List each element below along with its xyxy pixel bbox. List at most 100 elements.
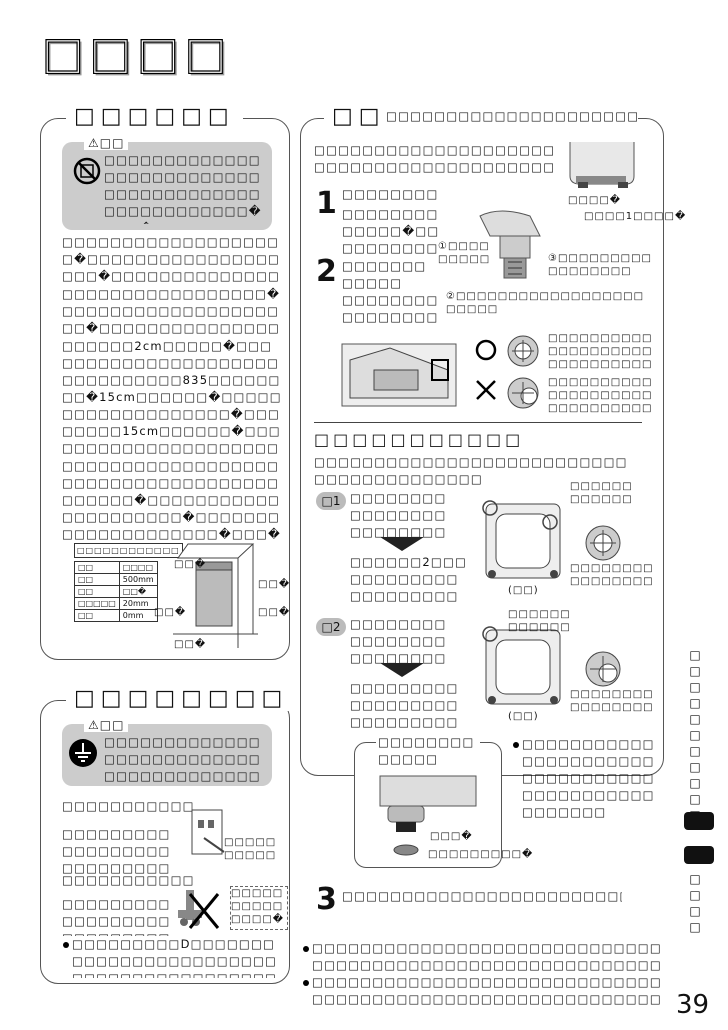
- ground-section-heading: □□□□□□□□□□□: [62, 873, 195, 887]
- bad-level-text: □□□□□□□□□□□□□□□□□□□□□□□□□□□□□□□□□□□□□: [548, 377, 653, 414]
- diagram-label: □□�: [154, 607, 187, 618]
- divider: [314, 422, 642, 423]
- sidebar-tab-marker: [684, 812, 714, 830]
- outlet-diagram: [190, 808, 226, 862]
- level-bubble-example-1: [584, 524, 622, 566]
- ground-warning-box: [62, 724, 272, 786]
- foot-cap-bullet-dot: [513, 742, 519, 748]
- leveling-subtitle: □□□□□□□□□□□□□□□□□□□□□□□: [386, 108, 638, 126]
- spec-table: □□□□□□ □□500mm □□□□� □□□□□20mm □□0mm: [74, 561, 158, 622]
- example-1-note: □□□□□□□□□□□□□□□□□□□□□□: [570, 481, 633, 508]
- ground-bullet-dot: [63, 942, 69, 948]
- page-title: □□□□: [41, 27, 233, 79]
- spec-key: □□□□□: [74, 597, 120, 610]
- step-3-number: 3: [316, 882, 337, 917]
- warning-label: ⚠□□: [84, 137, 129, 150]
- no-gas-pipe-diagram: [176, 884, 224, 938]
- foot-cap-diagram: [370, 772, 480, 866]
- spec-value: □□□□: [118, 561, 158, 574]
- page-number: 39: [676, 990, 710, 1020]
- step-2-title: □□□□□□□□□□□□: [342, 259, 427, 290]
- ground-section-text: □□□□□□□□□□□□□□□□□□□□□□□□□□□□□�: [62, 827, 171, 875]
- washer-foot-diagram: [562, 140, 642, 194]
- example-2-badge: □2: [316, 618, 346, 636]
- step-1-text: □□□□□□□□□□□□□�□□□□□□□□□□□□�□□□□□□□□□□□□□…: [342, 207, 440, 255]
- ground-bullet: □□□□□□□□□D□□□□□□□□□□□□□□□□□□□□□□□□□□□□□□…: [72, 937, 278, 978]
- level-bubble-centered: [506, 334, 540, 372]
- down-arrow: [380, 662, 424, 681]
- level-bubble-offset: [506, 376, 540, 414]
- foot-label: □□□□�: [568, 195, 622, 206]
- diagram-label: □□�: [258, 607, 291, 618]
- washer-top-view-2: [480, 622, 566, 716]
- leveling-intro: □□□□□□□□□□□□□□□□□□□□□□□□□□□□□□□□□□□□□□□□…: [314, 143, 556, 178]
- bottom-bullet: □□□□□□□□□□□□□□□□□□□□□□□□□□□□□□□□□□□□□□□□…: [312, 941, 662, 972]
- level-adjust-intro: □□□□□□□□□□□□□□□□□□□□□□□□□□□□□□□□□□□□□□□□: [314, 455, 628, 486]
- install-bullet: □□□□□□2cm□□□□□�□□□□□□□□□□□□□□□□□□□□□□□□□…: [62, 339, 280, 370]
- spec-key: □□: [74, 561, 120, 574]
- ground-warning-label: ⚠□□: [84, 719, 129, 732]
- diagram-label: □□�: [258, 579, 291, 590]
- diagram-label: □□�: [174, 559, 207, 570]
- level-check-diagram: [340, 340, 458, 414]
- no-water-icon: [72, 156, 102, 190]
- ground-warning-text: □□□□□□□□□□□□□□□□□□□□□□□□□□□□□□□□□□□□□□□□…: [104, 735, 261, 783]
- example-2-text: □□□□□□□□□□□□□□□□□□□□□□□□□□□□□□□□: [350, 617, 447, 665]
- example-2-note: □□□□□□□□□□□□□□□□□□□□□□: [508, 609, 571, 636]
- example-2-note-2: □□□□□□□□□□□□□□□□□□□□□□: [570, 689, 654, 716]
- bottom-bullet-dot: [303, 980, 309, 986]
- warning-text: □□□□□□□□□□□□□□□□□□□□□□□□□□□□□□□□□□□□□□□□…: [104, 153, 262, 224]
- spec-key: □□: [74, 585, 120, 598]
- installation-title: □□□□□□: [66, 104, 243, 129]
- step-2-number: 2: [316, 254, 337, 289]
- warning-box: [62, 142, 272, 230]
- foot-cap-label: □□□□□□□□□�: [428, 849, 534, 860]
- example-1-badge: □1: [316, 492, 346, 510]
- example-1-note-2: □□□□□□□□□□□□□□□□□□□□□□: [570, 563, 654, 590]
- washer-top-view-1: [480, 496, 566, 590]
- outlet-label: □□□□□□□□□□□□□□□�: [224, 837, 277, 864]
- install-bullet: □□□□□□□□□□□□□□□□□□□□□□□□□□□□□□□□□□□□□□□□…: [62, 459, 282, 541]
- sidebar-vertical-text: □□□□□□□□□□□□□□□□: [688, 648, 702, 818]
- spec-value: 20mm: [118, 597, 158, 610]
- foot-cap-title: □□□□□□□□□□□□□: [376, 734, 480, 768]
- circle-label: ②□□□□□□□□□□□□□□□□□□□□□□□: [446, 291, 645, 315]
- example-1-result: □□□□□□2□□□□□□□□□□□□□□□□□□□□□□□□□□□□□□: [350, 555, 468, 603]
- level-bubble-example-2: [584, 650, 622, 692]
- leveling-title: □□: [324, 104, 394, 129]
- step-1-title: □□□□□□□□□: [342, 187, 438, 201]
- level-adjust-heading: □□□□□□□□□□□: [314, 430, 525, 449]
- example-1-text: □□□□□□□□□□□□□□□□□□□□□□□□□□□□□□□□□□: [350, 491, 447, 539]
- foot-cap-bullet: □□□□□□□□□□□□□□□□□□□□□□□□□□□□□□□□□□□□□□□□…: [522, 737, 655, 819]
- bad-mark-icon: [474, 378, 498, 406]
- step-1-number: 1: [316, 186, 337, 221]
- foot-label: □□□□1□□□□�: [584, 211, 687, 222]
- install-bullet-list: □□□□□□□□□□□□□□□□□□□�□□□□□□□□□□□□□□□□□□□�…: [62, 234, 284, 544]
- install-bullet: □□□□□□□□□□□□□□□□□□□�□□□□□□□□□□□□□□□□□□□�…: [62, 235, 281, 283]
- foot-cap-label: □□□�: [430, 831, 473, 842]
- ground-title: □□□□□□□□: [66, 686, 297, 711]
- spec-key: □□: [74, 573, 120, 586]
- install-bullet: □□□□□□□□□□835□□□□□□□□�15cm□□□□□□�□□□□□□□…: [62, 373, 282, 455]
- spec-note: □□□□□□□□□□□□: [74, 543, 183, 558]
- ground-section-text: □□□□□□□□□□□□□□□□□□□□□□□□□□□□□□�: [62, 897, 171, 936]
- spec-value: 500mm: [118, 573, 158, 586]
- down-arrow: [380, 536, 424, 555]
- bottom-bullet: □□□□□□□□□□□□□□□□□□□□□□□□□□□□□□□□□□□□□□□□…: [312, 975, 662, 1006]
- sidebar-tab-marker: [684, 846, 714, 864]
- step-2-text: □□□□□□□□□□□□□□□□□□□□□□□□�: [342, 293, 439, 324]
- spec-value: □□�: [118, 585, 158, 598]
- good-mark-icon: [474, 338, 498, 366]
- good-level-text: □□□□□□□□□□□□□□□□□□□□□□□□□□□□□□□□□□□: [548, 333, 653, 370]
- example-1-caption: (□□): [508, 585, 539, 596]
- install-bullet: □□□□□□□□□□□□□□□□□�□□□□□□□□□□□□□□□□□□□□�□…: [62, 287, 281, 335]
- washer-clearance-diagram: [168, 536, 268, 655]
- adjustable-foot-diagram: [460, 206, 570, 300]
- sidebar-vertical-text: □□□□□: [688, 872, 702, 936]
- ground-icon: [68, 738, 98, 772]
- gas-pipe-label: □□□□□□□□□□□□□□�: [230, 886, 288, 930]
- spec-value: 0mm: [118, 609, 158, 622]
- example-2-caption: (□□): [508, 711, 539, 722]
- ground-section-heading: □□□□□□□□□□□: [62, 799, 195, 813]
- circle-label: ①□□□□□□□□□: [438, 241, 491, 265]
